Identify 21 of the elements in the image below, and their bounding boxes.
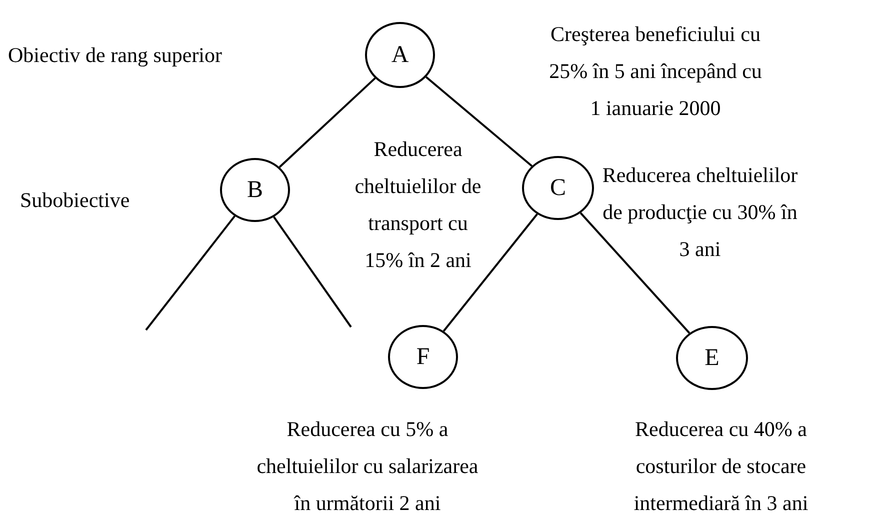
objective-text: Creşterea beneficiului cu 25% în 5 ani începând cu 1 ianuarie 2000 [548,21,763,122]
connector-line [442,213,538,332]
node-letter: F [416,345,430,369]
connector-line [580,212,690,334]
connector-line [278,77,376,168]
circle-node [365,22,435,88]
objective-text: Reducerea cu 40% a costurilor de stocare intermediară în 3 ani [632,416,810,517]
circle-node [522,156,594,220]
node-letter: B [246,178,263,202]
level-label: Subobiective [20,187,130,214]
objective-text: Reducerea cheltuielilor de producţie cu 30% în 3 ani [601,162,799,263]
node-letter: A [391,43,409,67]
objective-text: Reducerea cheltuielilor de transport cu 15% în 2 ani [354,136,482,274]
level-label: Obiectiv de rang superior [8,42,222,69]
objective-text: Reducerea cu 5% a cheltuielilor cu salarizarea în următorii 2 ani [256,416,480,517]
node-letter: C [550,176,566,200]
connector-line [145,215,236,331]
connector-line [273,216,352,328]
connector-line [425,76,532,167]
node-letter: E [704,346,720,370]
circle-node [220,158,290,222]
